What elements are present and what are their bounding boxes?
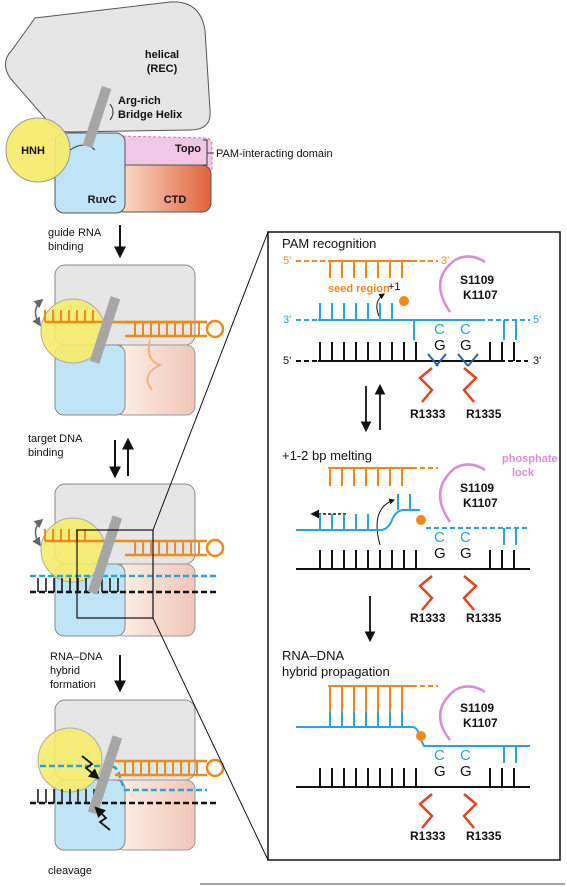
svg-text:G: G	[460, 337, 472, 354]
svg-text:5': 5'	[283, 355, 291, 367]
step-hybrid-2: hybrid	[50, 665, 80, 677]
step-hybrid-3: formation	[50, 679, 96, 691]
step-guide-rna-2: binding	[48, 241, 83, 253]
panel-pam-recognition: PAM recognition 5' 3' seed region S1109 …	[282, 236, 541, 421]
cas9-dna-complex	[30, 483, 225, 637]
step-target-dna-1: target DNA	[28, 433, 83, 445]
ruvc-label: RuvC	[88, 194, 117, 206]
seed-region-label: seed region	[328, 283, 390, 295]
res-s1109-3: S1109	[460, 701, 494, 715]
res-s1109-2: S1109	[460, 481, 494, 495]
apo-cas9: helical (REC) Topo CTD RuvC HNH Arg-rich…	[5, 1, 333, 214]
res-r1333-3: R1333	[410, 829, 446, 843]
svg-text:5': 5'	[533, 314, 541, 326]
ruvc-cleavage-bolt	[94, 806, 111, 831]
hnh-label: HNH	[21, 145, 45, 157]
ruvc-domain: RuvC	[54, 132, 126, 214]
svg-text:C: C	[434, 529, 445, 546]
zoom-box	[76, 529, 154, 619]
svg-text:3': 3'	[283, 314, 291, 326]
svg-text:3': 3'	[441, 255, 449, 267]
bridge-helix-label-2: Bridge Helix	[118, 109, 183, 121]
panel-propagation-title-1: RNA–DNA	[282, 648, 344, 663]
svg-text:G: G	[460, 545, 472, 562]
cas9-cleavage-complex	[30, 699, 225, 851]
pam-domain-label: PAM-interacting domain	[216, 148, 333, 160]
svg-text:G: G	[460, 763, 472, 780]
phosphate-label-2: lock	[512, 467, 535, 479]
helical-rec-domain: helical (REC)	[5, 1, 211, 133]
step-cleavage: cleavage	[48, 865, 92, 877]
panel-propagation: RNA–DNA hybrid propagation S1109 K1107 C…	[282, 648, 530, 843]
hnh-cleavage-bolt	[81, 755, 100, 780]
panel-pam-title: PAM recognition	[282, 236, 376, 251]
rec-label: (REC)	[147, 63, 178, 75]
res-r1335-1: R1335	[466, 407, 502, 421]
res-k1107-3: K1107	[463, 716, 498, 730]
svg-text:G: G	[434, 545, 446, 562]
bridge-helix-label-1: Arg-rich	[118, 95, 161, 107]
step-target-dna-2: binding	[28, 447, 63, 459]
topo-domain: Topo	[117, 135, 213, 171]
svg-text:C: C	[460, 321, 471, 338]
step-hybrid-1: RNA–DNA	[50, 651, 103, 663]
svg-text:C: C	[434, 747, 445, 764]
phosphate-label-1: phosphate	[502, 453, 558, 465]
svg-text:G: G	[434, 763, 446, 780]
svg-text:5': 5'	[283, 255, 291, 267]
res-r1335-2: R1335	[466, 611, 502, 625]
svg-text:3': 3'	[533, 355, 541, 367]
svg-text:C: C	[460, 529, 471, 546]
panel-melting: +1-2 bp melting phosphate lock S1109 K11…	[282, 448, 558, 625]
zoom-line-bottom	[152, 617, 269, 861]
topo-label: Topo	[175, 143, 201, 155]
panel-propagation-title-2: hybrid propagation	[282, 664, 390, 679]
pam-bracket	[203, 139, 214, 166]
zoom-line-top	[152, 231, 269, 531]
hnh-domain: HNH	[5, 117, 71, 183]
res-r1335-3: R1335	[466, 829, 502, 843]
svg-text:G: G	[434, 337, 446, 354]
svg-text:C: C	[434, 321, 445, 338]
svg-text:+1: +1	[388, 281, 401, 293]
res-k1107-2: K1107	[463, 496, 498, 510]
step-guide-rna-1: guide RNA	[48, 227, 102, 239]
ctd-domain: CTD	[114, 164, 212, 213]
res-k1107-1: K1107	[463, 288, 498, 302]
res-r1333-2: R1333	[410, 611, 446, 625]
panel-melting-title: +1-2 bp melting	[282, 448, 372, 463]
cas9-rna-complex	[32, 264, 225, 416]
bridge-helix	[82, 85, 112, 149]
helical-label: helical	[145, 49, 179, 61]
ctd-label: CTD	[164, 194, 187, 206]
svg-text:C: C	[460, 747, 471, 764]
res-s1109-1: S1109	[460, 273, 494, 287]
res-r1333-1: R1333	[410, 407, 446, 421]
